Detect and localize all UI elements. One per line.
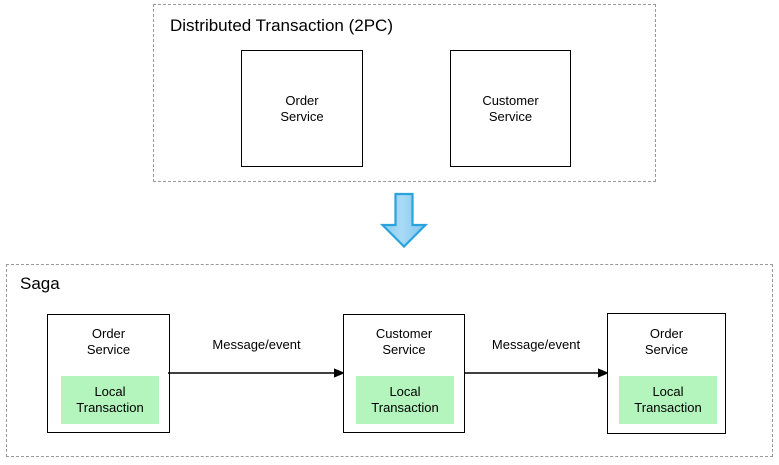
saga-title: Saga (20, 274, 60, 293)
saga-local-transaction-3: Local Transaction (619, 376, 717, 424)
top-order-service-box[interactable]: Order Service (241, 50, 363, 167)
saga-order-service-label-1: Order Service (86, 326, 131, 357)
saga-order-service-box-2[interactable]: Order Service Local Transaction (607, 313, 726, 434)
saga-local-transaction-2: Local Transaction (356, 376, 454, 424)
saga-order-service-label-2: Order Service (644, 326, 689, 357)
saga-local-transaction-1: Local Transaction (61, 376, 159, 424)
down-arrow-icon (379, 192, 429, 249)
saga-edge-label-2: Message/event (491, 337, 581, 352)
saga-container (6, 264, 773, 457)
saga-customer-service-box[interactable]: Customer Service Local Transaction (343, 314, 465, 433)
distributed-transaction-title: Distributed Transaction (2PC) (170, 16, 393, 35)
saga-customer-service-label: Customer Service (375, 326, 433, 357)
saga-flow-arrow-2 (464, 366, 610, 380)
distributed-transaction-container (153, 4, 656, 182)
saga-edge-label-1: Message/event (212, 337, 301, 352)
saga-order-service-box-1[interactable]: Order Service Local Transaction (47, 314, 170, 433)
top-order-service-label: Order Service (280, 93, 324, 124)
saga-flow-arrow-1 (168, 366, 346, 380)
top-customer-service-label: Customer Service (482, 93, 539, 124)
top-customer-service-box[interactable]: Customer Service (450, 50, 571, 167)
